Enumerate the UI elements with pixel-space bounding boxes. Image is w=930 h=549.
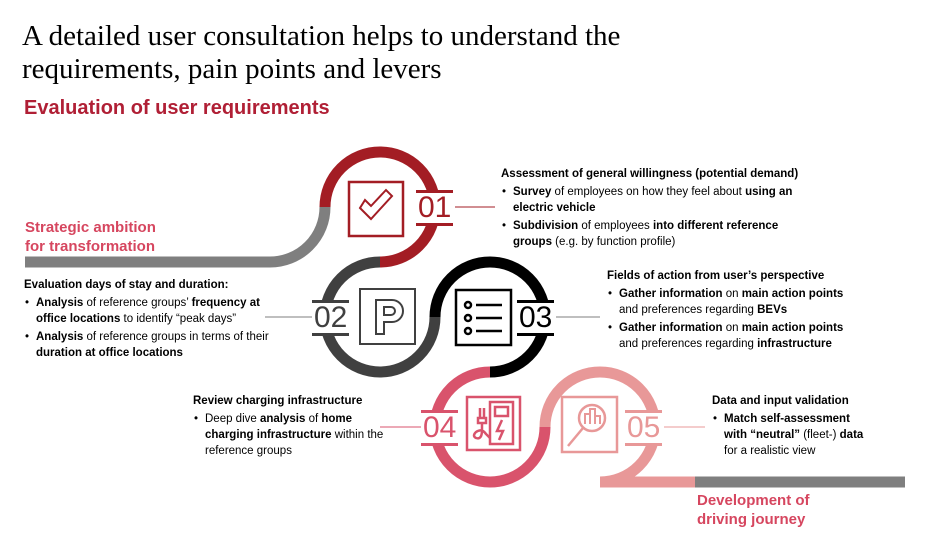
bold-text: duration at office locations (36, 347, 183, 359)
bold-text: Survey (513, 186, 552, 198)
bold-text: analysis (259, 413, 306, 425)
bullet-item: Deep dive analysis of home charging infr… (194, 411, 393, 459)
text: for a realistic view (724, 445, 816, 457)
bold-text: Analysis (36, 297, 84, 309)
step-heading: Evaluation days of stay and duration: (24, 279, 229, 291)
text: of employees on how they feel about (551, 186, 746, 198)
bold-text: Analysis (36, 331, 84, 343)
bold-text: BEVs (757, 304, 788, 316)
bold-text: frequency at office locations (36, 297, 260, 325)
step-number-01: 01 (416, 190, 454, 226)
bold-text: data (839, 429, 864, 441)
bullet-item: Survey of employees on how they feel abo… (502, 184, 811, 216)
step-text-05: Data and input validationMatch self-asse… (712, 393, 872, 461)
bullet-item: Match self-assessment with “neutral” (fl… (713, 411, 872, 459)
step-text-02: Evaluation days of stay and duration: Ana… (24, 277, 284, 363)
title-line-2: requirements, pain points and levers (22, 53, 442, 85)
text: of reference groups’ (83, 297, 192, 309)
step-text-04: Review charging infrastructureDeep dive … (193, 393, 393, 461)
ring-03 (429, 256, 551, 378)
bold-text: infrastructure (757, 338, 832, 350)
ring-01 (319, 146, 441, 268)
bold-text: Match self-assessment with “neutral” (724, 413, 850, 441)
start-label-line: Strategic ambition (25, 219, 156, 236)
bold-text: Subdivision (513, 220, 579, 232)
bold-text: Gather information (619, 322, 723, 334)
step-heading: Fields of action from user’s perspective (607, 270, 825, 282)
parking-icon (359, 288, 416, 345)
text: on (722, 288, 742, 300)
start-label: Strategic ambition for transformation (25, 218, 156, 256)
page-title: A detailed user consultation helps to un… (22, 20, 620, 86)
ring-04 (429, 366, 551, 488)
step-number-03: 03 (517, 300, 555, 336)
bullet-list: Deep dive analysis of home charging infr… (193, 411, 393, 459)
checklist-icon (454, 288, 513, 347)
text: and preferences regarding (619, 304, 758, 316)
text: (fleet-) (800, 429, 840, 441)
bullet-item: Gather information on main action points… (608, 320, 847, 352)
step-heading: Review charging infrastructure (193, 395, 363, 407)
bullet-item: Analysis of reference groups’ frequency … (25, 295, 284, 327)
step-text-03: Fields of action from user’s perspective… (607, 268, 847, 354)
step-number-02: 02 (312, 300, 350, 336)
step-number-04: 04 (421, 410, 459, 446)
step-heading: Data and input validation (712, 395, 849, 407)
start-line (25, 206, 331, 268)
bold-text: Gather information (619, 288, 723, 300)
text: and preferences regarding (619, 338, 758, 350)
text: within the reference groups (205, 429, 384, 457)
ring-05 (539, 366, 695, 488)
end-label-line: driving journey (697, 511, 806, 528)
bullet-item: Analysis of reference groups in terms of… (25, 329, 284, 361)
bold-text: using an electric vehicle (513, 186, 793, 214)
bold-text: into different reference groups (513, 220, 779, 248)
bullet-item: Gather information on main action points… (608, 286, 847, 318)
bold-text: main action points (741, 322, 844, 334)
end-label: Development of driving journey (697, 491, 810, 529)
step-heading: Assessment of general willingness (poten… (501, 168, 799, 180)
step-text-01: Assessment of general willingness (poten… (501, 166, 811, 252)
text: of employees (578, 220, 653, 232)
bullet-list: Match self-assessment with “neutral” (fl… (712, 411, 872, 459)
text: on (722, 322, 742, 334)
ring-02 (319, 256, 441, 378)
title-line-1: A detailed user consultation helps to un… (22, 20, 621, 52)
text: Deep dive (205, 413, 260, 425)
magnifier-chart-icon (560, 395, 619, 454)
bold-text: home charging infrastructure (205, 413, 353, 441)
text: of (305, 413, 322, 425)
end-label-line: Development of (697, 492, 810, 509)
bullet-item: Subdivision of employees into different … (502, 218, 811, 250)
charging-station-icon (465, 395, 522, 452)
checkbox-icon (347, 180, 405, 238)
text: to identify “peak days” (120, 313, 237, 325)
bold-text: main action points (741, 288, 844, 300)
text: of reference groups in terms of their (83, 331, 269, 343)
start-label-line: for transformation (25, 238, 156, 255)
subtitle: Evaluation of user requirements (24, 97, 330, 119)
bullet-list: Analysis of reference groups’ frequency … (24, 295, 284, 361)
text: (e.g. by function profile) (551, 236, 676, 248)
step-number-05: 05 (625, 410, 663, 446)
bullet-list: Survey of employees on how they feel abo… (501, 184, 811, 250)
bullet-list: Gather information on main action points… (607, 286, 847, 352)
